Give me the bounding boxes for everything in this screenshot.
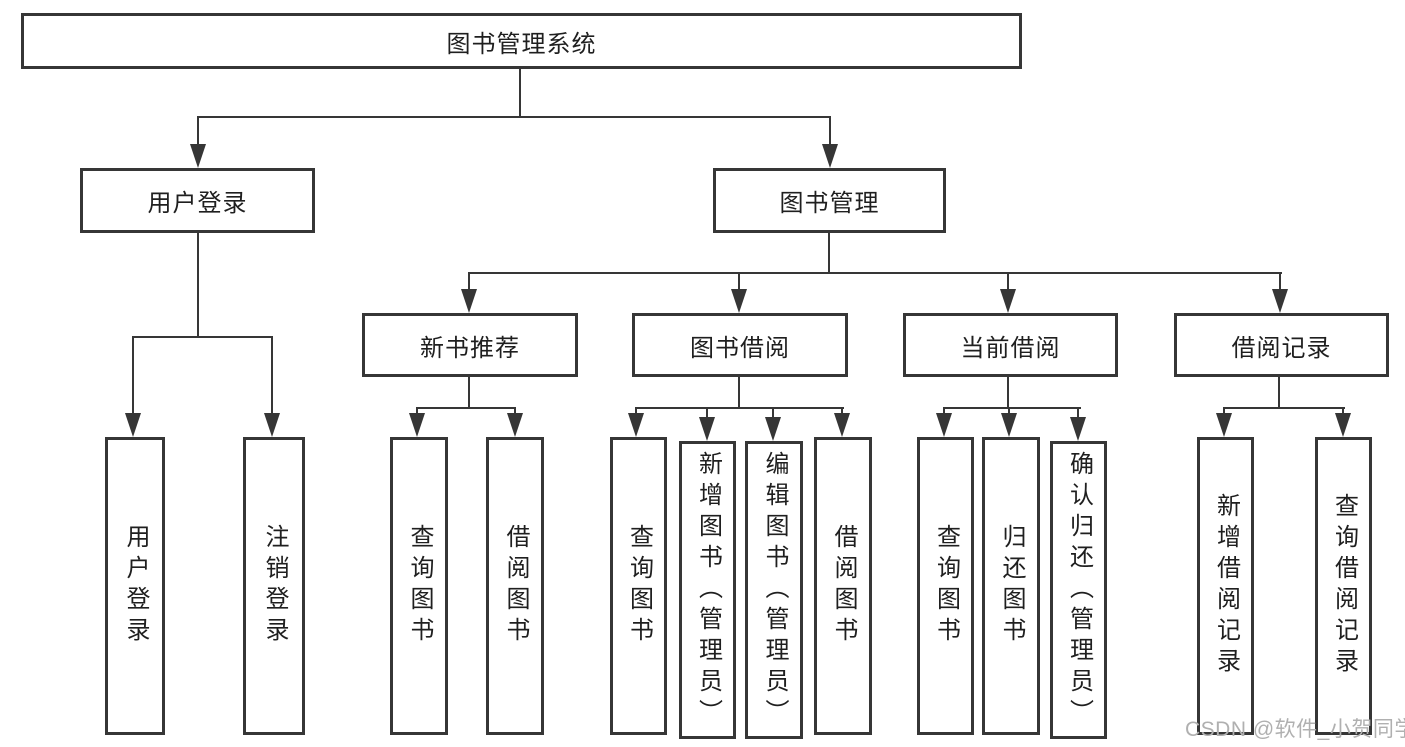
connector-arrow bbox=[190, 144, 206, 168]
connector-line bbox=[738, 272, 740, 292]
connector-line bbox=[635, 407, 844, 409]
connector-arrow bbox=[1335, 413, 1351, 437]
connector-line bbox=[1223, 407, 1225, 417]
leaf-current-confirm-return-admin: 确认归还（管理员） bbox=[1050, 441, 1107, 739]
leaf-logout: 注销登录 bbox=[243, 437, 305, 735]
node-label: 借阅记录 bbox=[1231, 334, 1332, 362]
connector-line bbox=[1007, 272, 1009, 292]
node-label: 查询图书 bbox=[932, 524, 960, 648]
node-label: 用户登录 bbox=[147, 190, 248, 217]
connector-line bbox=[416, 407, 516, 409]
connector-line bbox=[416, 407, 418, 417]
node-label: 确认归还（管理员） bbox=[1065, 450, 1093, 730]
connector-line bbox=[635, 407, 637, 417]
connector-line bbox=[828, 231, 830, 274]
leaf-current-query-book: 查询图书 bbox=[917, 437, 974, 735]
connector-line bbox=[841, 407, 843, 417]
connector-line bbox=[772, 407, 774, 419]
node-current-borrow: 当前借阅 bbox=[903, 313, 1118, 377]
connector-line bbox=[132, 336, 134, 416]
node-label: 新增图书（管理员） bbox=[694, 450, 722, 730]
node-new-book-recommend: 新书推荐 bbox=[362, 313, 578, 377]
connector-line bbox=[943, 407, 1081, 409]
node-label: 查询图书 bbox=[406, 524, 433, 648]
node-label: 借阅图书 bbox=[502, 524, 529, 648]
connector-arrow bbox=[1216, 413, 1232, 437]
connector-line bbox=[468, 272, 1282, 274]
connector-line bbox=[468, 272, 470, 292]
node-label: 注销登录 bbox=[261, 524, 288, 648]
leaf-borrow-borrow-book: 借阅图书 bbox=[814, 437, 872, 735]
connector-line bbox=[197, 116, 199, 148]
leaf-user-login: 用户登录 bbox=[105, 437, 165, 735]
node-label: 新书推荐 bbox=[420, 334, 520, 362]
connector-arrow bbox=[461, 289, 477, 313]
node-label: 新增借阅记录 bbox=[1212, 493, 1240, 679]
connector-arrow bbox=[1070, 417, 1086, 441]
leaf-current-return-book: 归还图书 bbox=[982, 437, 1040, 735]
connector-line bbox=[197, 116, 831, 118]
node-label: 用户登录 bbox=[122, 524, 149, 648]
leaf-record-add-borrow-record: 新增借阅记录 bbox=[1197, 437, 1254, 735]
connector-arrow bbox=[507, 413, 523, 437]
connector-line bbox=[519, 68, 521, 118]
node-label: 归还图书 bbox=[998, 524, 1025, 648]
node-label: 查询借阅记录 bbox=[1330, 493, 1358, 679]
connector-line bbox=[1342, 407, 1344, 417]
connector-line bbox=[468, 375, 470, 409]
connector-arrow bbox=[731, 289, 747, 313]
connector-line bbox=[197, 230, 199, 338]
connector-arrow bbox=[409, 413, 425, 437]
connector-arrow bbox=[834, 413, 850, 437]
leaf-newbook-query-book: 查询图书 bbox=[390, 437, 448, 735]
node-label: 图书管理系统 bbox=[446, 30, 597, 58]
connector-line bbox=[1008, 407, 1010, 417]
connector-line bbox=[271, 336, 273, 416]
connector-arrow bbox=[1272, 289, 1288, 313]
node-borrow-record: 借阅记录 bbox=[1174, 313, 1389, 377]
connector-arrow bbox=[1001, 413, 1017, 437]
connector-arrow bbox=[699, 417, 715, 441]
leaf-borrow-edit-book-admin: 编辑图书（管理员） bbox=[745, 441, 803, 739]
connector-arrow bbox=[936, 413, 952, 437]
leaf-borrow-add-book-admin: 新增图书（管理员） bbox=[679, 441, 736, 739]
node-book-management: 图书管理 bbox=[713, 168, 946, 233]
connector-arrow bbox=[264, 413, 280, 437]
node-label: 图书管理 bbox=[779, 190, 880, 217]
connector-line bbox=[1278, 375, 1280, 409]
connector-arrow bbox=[628, 413, 644, 437]
connector-line bbox=[829, 116, 831, 148]
node-book-borrow: 图书借阅 bbox=[632, 313, 848, 377]
connector-line bbox=[943, 407, 945, 417]
node-label: 查询图书 bbox=[625, 524, 653, 648]
connector-arrow bbox=[765, 417, 781, 441]
connector-arrow bbox=[822, 144, 838, 168]
connector-line bbox=[706, 407, 708, 419]
connector-line bbox=[738, 375, 740, 409]
node-library-management-system: 图书管理系统 bbox=[21, 13, 1022, 69]
connector-line bbox=[1077, 407, 1079, 419]
watermark: CSDN @软件_小贺同学 bbox=[1185, 718, 1405, 741]
leaf-newbook-borrow-book: 借阅图书 bbox=[486, 437, 544, 735]
node-label: 借阅图书 bbox=[830, 524, 857, 648]
connector-line bbox=[1223, 407, 1345, 409]
connector-line bbox=[1007, 375, 1009, 409]
connector-arrow bbox=[125, 413, 141, 437]
node-label: 图书借阅 bbox=[690, 334, 790, 362]
leaf-record-query-borrow-record: 查询借阅记录 bbox=[1315, 437, 1372, 735]
node-label: 当前借阅 bbox=[960, 334, 1061, 362]
connector-line bbox=[132, 336, 273, 338]
leaf-borrow-query-book: 查询图书 bbox=[610, 437, 667, 735]
node-label: 编辑图书（管理员） bbox=[761, 450, 788, 730]
connector-line bbox=[514, 407, 516, 417]
connector-arrow bbox=[1000, 289, 1016, 313]
connector-line bbox=[1279, 272, 1281, 292]
node-user-login: 用户登录 bbox=[80, 168, 315, 233]
